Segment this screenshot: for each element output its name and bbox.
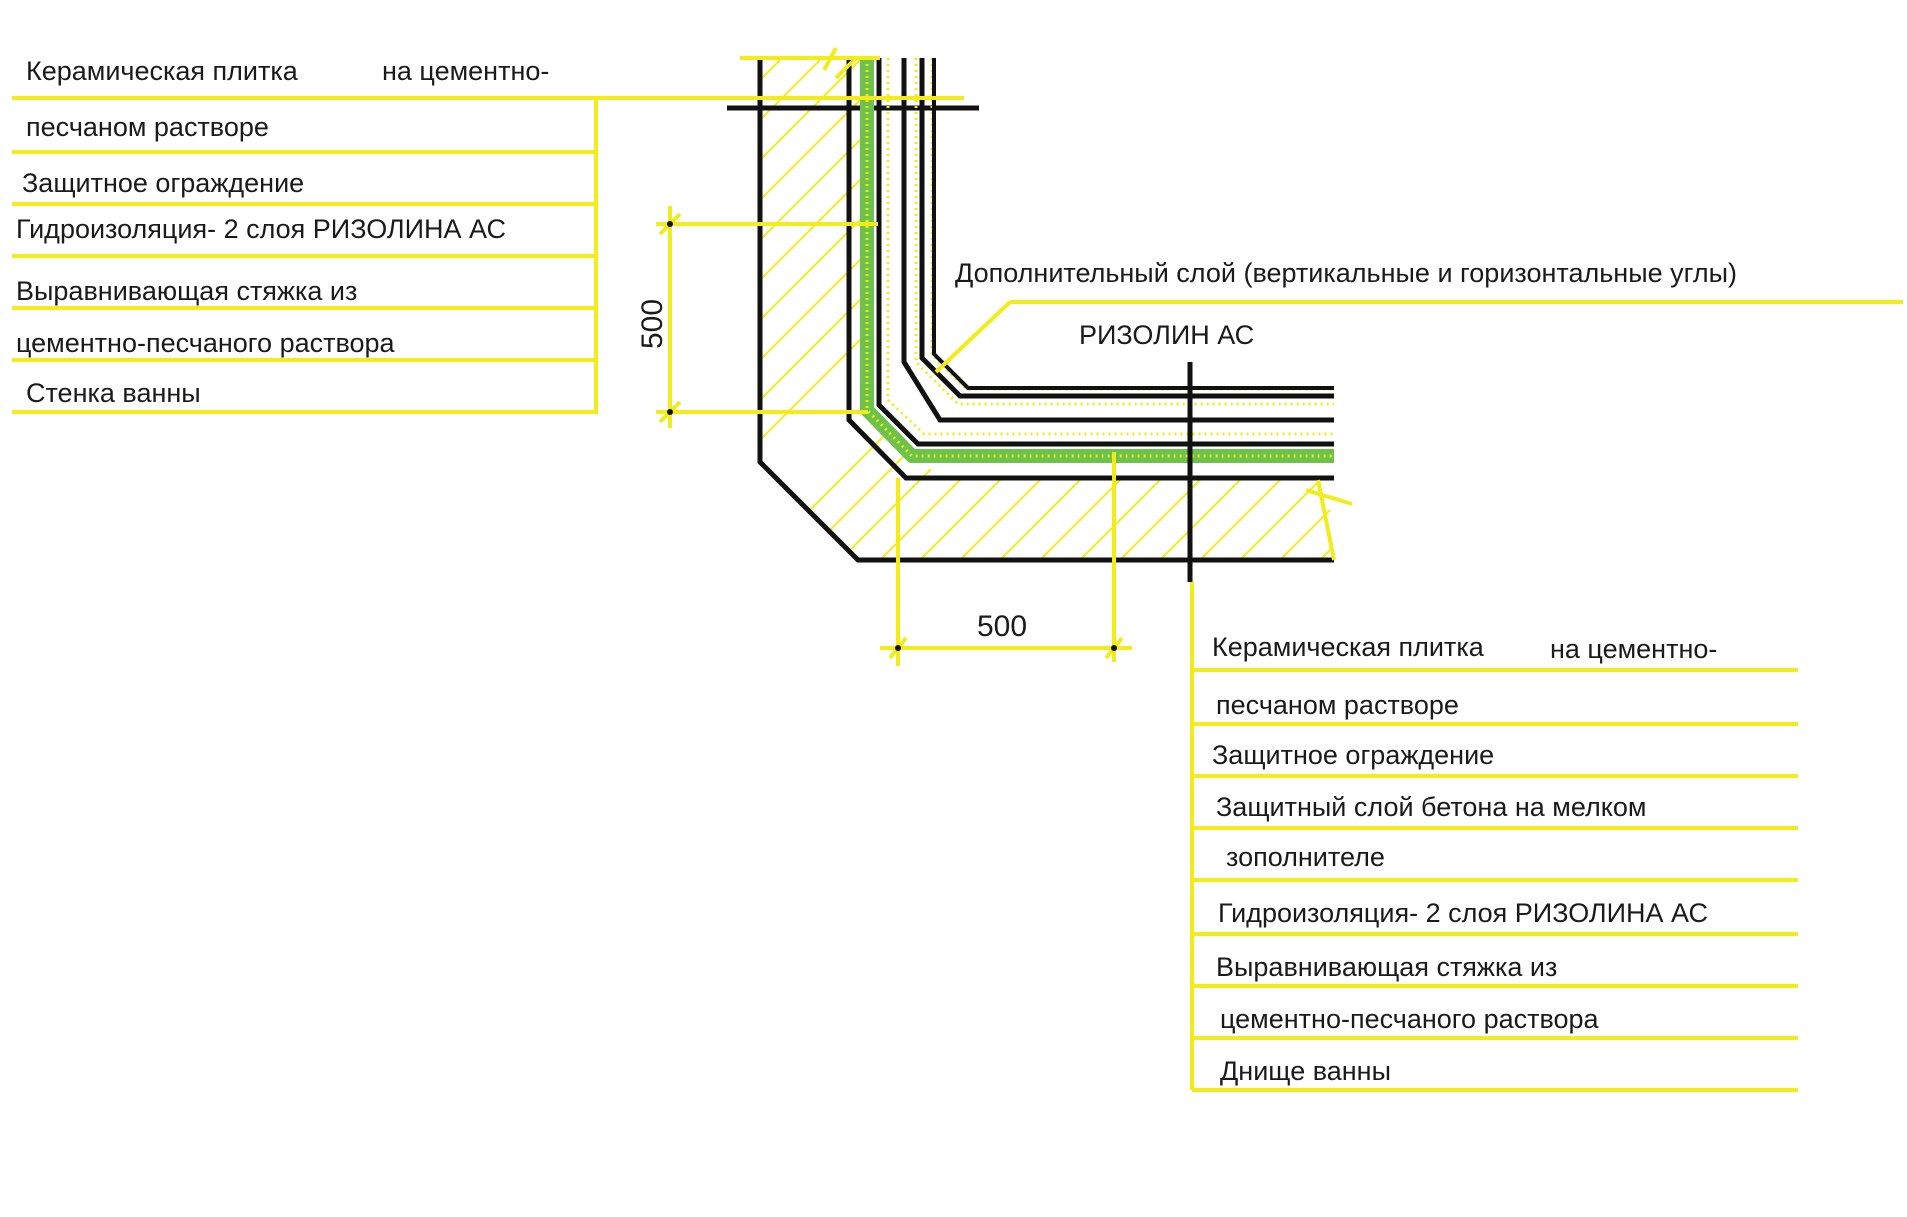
floor-legend-9: Днище ванны: [1220, 1056, 1391, 1086]
concrete-outline: [757, 58, 1334, 563]
protection-dots: [886, 58, 1334, 436]
dim-horizontal-label: 500: [977, 610, 1027, 643]
protection-edge: [901, 58, 1334, 423]
wall-legend-6: цементно-песчаного раствора: [16, 328, 396, 358]
dim-vertical-label: 500: [636, 299, 669, 349]
wall-legend-2: песчаном растворе: [26, 112, 269, 142]
wall-legend-5: Выравнивающая стяжка из: [16, 276, 357, 306]
wall-legend-3: Защитное ограждение: [22, 168, 304, 198]
mortar-edge: [919, 58, 1334, 399]
tile-edge: [932, 58, 1334, 390]
extra-layer-label: Дополнительный слой (вертикальные и гори…: [955, 258, 1737, 288]
screed-line: [846, 58, 1334, 481]
floor-legend-3: Защитное ограждение: [1212, 740, 1494, 770]
floor-legend-4: Защитный слой бетона на мелком: [1216, 792, 1646, 822]
extra-layer-leader: [934, 300, 1012, 374]
mortar-dots: [914, 58, 1334, 406]
waterproofing-dots: [865, 58, 1334, 458]
wall-legend-4: Гидроизоляция- 2 слоя РИЗОЛИНА АС: [16, 214, 506, 244]
floor-legend-2: песчаном растворе: [1216, 690, 1459, 720]
floor-legend-7: Выравнивающая стяжка из: [1216, 952, 1557, 982]
floor-legend-5: зополнителе: [1226, 842, 1385, 872]
rizolin-label: РИЗОЛИН АС: [1079, 320, 1254, 350]
floor-legend-1: Керамическая плитка: [1212, 632, 1485, 662]
wall-legend-7: Стенка ванны: [26, 378, 201, 408]
floor-legend-6: Гидроизоляция- 2 слоя РИЗОЛИНА АС: [1218, 898, 1708, 928]
wall-legend-1: Керамическая плитка: [26, 56, 299, 86]
waterproofing-edge: [876, 58, 1334, 447]
wall-legend-1-extra: на цементно-: [382, 56, 549, 86]
floor-legend-8: цементно-песчаного раствора: [1220, 1004, 1600, 1034]
floor-legend-1-extra: на цементно-: [1550, 634, 1717, 664]
